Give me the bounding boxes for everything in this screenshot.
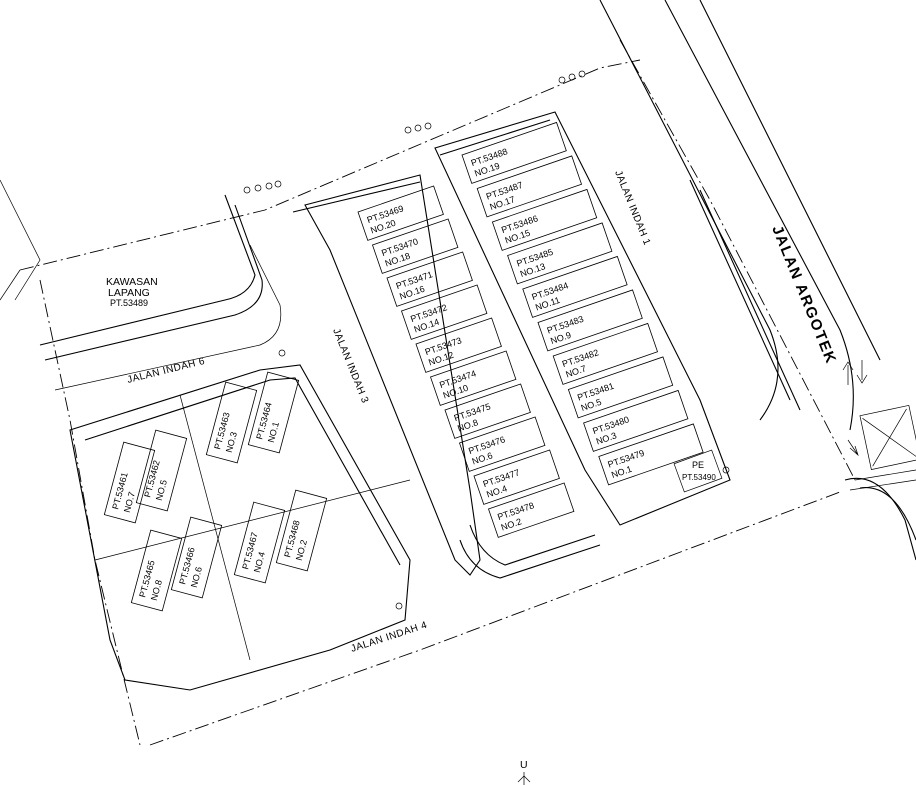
- semi-d-lot-outline: [247, 371, 300, 454]
- semi-d-lot-outline: [233, 501, 286, 584]
- road-label-jalan-argotek: JALAN ARGOTEK: [768, 223, 839, 367]
- semi-d-blocks: [69, 364, 411, 691]
- west-row-lot-outline: [386, 251, 473, 307]
- west-row-lot-outline: [371, 218, 459, 274]
- east-row-lot-outline: [491, 188, 598, 251]
- semi-d-lot-outline: [205, 381, 258, 464]
- open-space-subtitle: LAPANG: [108, 287, 150, 299]
- east-row-lot-outline: [461, 121, 567, 184]
- road-label-jalan-indah-6: JALAN INDAH 6: [126, 356, 206, 386]
- semi-d-lots: PT.53461NO.7PT.53462NO.5PT.53463NO.3PT.5…: [103, 371, 328, 612]
- substation-code: PE: [692, 460, 704, 470]
- open-space-label: KAWASAN LAPANG PT.53489: [106, 276, 158, 308]
- street-lamp-icon: [395, 602, 403, 610]
- street-lamp-icon: [243, 186, 251, 194]
- east-row-lots: PT.53488NO.19PT.53487NO.17PT.53486NO.15P…: [461, 121, 704, 486]
- semi-d-lot-outline: [135, 429, 188, 512]
- west-row-lot-outline: [357, 185, 444, 241]
- east-row-lot-outline: [583, 389, 689, 452]
- street-lamp-icon: [424, 122, 432, 130]
- open-space-lot: PT.53489: [110, 298, 148, 308]
- west-row-lot-outline: [400, 284, 488, 340]
- street-lamp-icon: [265, 182, 273, 190]
- west-row-lot-outline: [429, 350, 517, 406]
- street-lamp-icon: [274, 180, 282, 188]
- north-arrow-label: U: [520, 759, 528, 771]
- substation-lot: PT.53490: [682, 473, 716, 482]
- street-lamp-icon: [404, 126, 412, 134]
- street-furniture: [243, 70, 730, 610]
- street-lamp-icon: [558, 76, 566, 84]
- road-label-jalan-indah-3: JALAN INDAH 3: [330, 327, 370, 405]
- west-row-lot-outline: [487, 482, 575, 538]
- west-row-lot-outline: [473, 449, 560, 505]
- street-lamp-icon: [578, 70, 586, 78]
- semi-d-lot-outline: [130, 529, 183, 612]
- semi-d-lot-outline: [275, 489, 328, 572]
- street-lamp-icon: [254, 184, 262, 192]
- semi-d-lot-outline: [170, 516, 223, 599]
- open-space-title: KAWASAN: [106, 276, 158, 288]
- street-lamp-icon: [414, 124, 422, 132]
- street-lamp-icon: [722, 466, 730, 474]
- east-row-lot-outline: [537, 289, 643, 352]
- street-lamp-icon: [278, 349, 286, 357]
- north-arrow: U: [517, 759, 531, 785]
- west-row-lot-outline: [415, 317, 502, 373]
- east-row-lot-outline: [567, 356, 674, 419]
- open-space-block: [39, 194, 282, 391]
- terrace-blocks: [292, 111, 731, 579]
- site-boundary: [0, 39, 856, 746]
- east-row-lot-outline: [507, 222, 613, 285]
- road-label-jalan-indah-1: JALAN INDAH 1: [612, 169, 652, 247]
- west-row-lot-outline: [444, 383, 531, 439]
- east-row-lot-outline: [476, 155, 583, 218]
- main-road: [599, 0, 916, 561]
- east-row-lot-outline: [522, 255, 628, 318]
- substation: PE PT.53490: [673, 449, 723, 493]
- east-row-lot-outline: [552, 322, 659, 385]
- west-row-lot-outline: [458, 416, 546, 472]
- semi-d-lot-outline: [103, 441, 156, 524]
- east-row-lot-outline: [598, 423, 704, 486]
- street-lamp-icon: [568, 73, 576, 81]
